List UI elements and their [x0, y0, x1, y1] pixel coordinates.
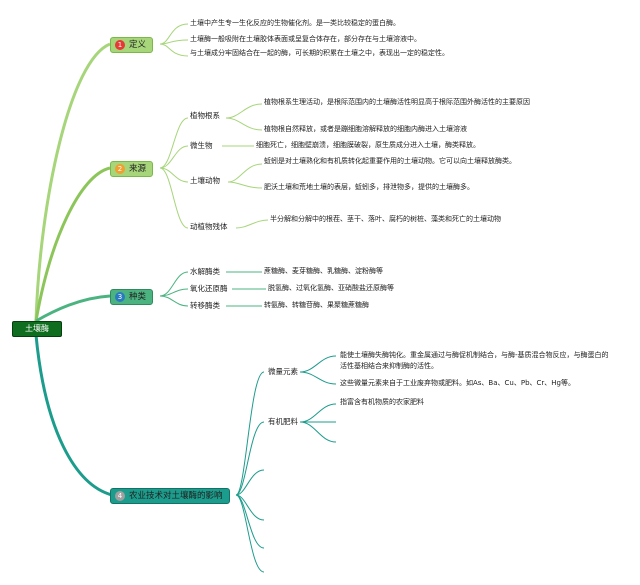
- agri-group-lines: [235, 355, 337, 573]
- trunk-definition: [34, 42, 111, 322]
- branch-agri[interactable]: 4 农业技术对土壤酶的影响: [110, 488, 230, 504]
- branch-definition-label: 定义: [129, 40, 147, 50]
- branch-source-label: 来源: [129, 164, 147, 174]
- organic-fertilizer-item-1: 指富含有机物质的农家肥料: [340, 398, 424, 406]
- number-badge-3: 3: [115, 292, 125, 302]
- root-node[interactable]: 土壤酶: [12, 321, 62, 337]
- number-badge-2: 2: [115, 164, 125, 174]
- soil-animals-item-2: 肥沃土壤和荒地土壤的表层，蚯蚓多，排泄物多，提供的土壤酶多。: [264, 183, 474, 191]
- hydrolases-item: 蔗糖酶、麦芽糖酶、乳糖酶、淀粉酶等: [264, 267, 383, 275]
- branch-types[interactable]: 3 种类: [110, 289, 154, 305]
- source-group-plant-roots: 植物根系: [190, 111, 220, 120]
- types-group-transferases: 转移酶类: [190, 301, 220, 310]
- transferases-item: 转氨酶、转糖苷酶、果聚糖蔗糖酶: [264, 301, 369, 309]
- branch-agri-label: 农业技术对土壤酶的影响: [129, 491, 223, 501]
- source-group-soil-animals: 土壤动物: [190, 176, 220, 185]
- trace-elements-item-1: 能使土壤酶失酶钝化。重金属通过与酶促机制结合，与酶-基质混合物反应，与酶蛋白的活…: [340, 351, 609, 370]
- residues-item-1: 半分解和分解中的根茬、茎干、落叶、腐朽的树桩、藻类和死亡的土壤动物: [270, 215, 501, 223]
- types-group-lines: [159, 271, 266, 307]
- trunk-source: [34, 166, 111, 322]
- soil-animals-item-1: 蚯蚓是对土壤熟化和有机质转化起重要作用的土壤动物。它可以向土壤释放酶类。: [264, 157, 516, 165]
- oxidoreductases-item: 脱氢酶、过氧化氢酶、亚硝酸盐还原酶等: [268, 284, 394, 292]
- trunk-types: [35, 294, 111, 323]
- definition-lines: [159, 23, 189, 57]
- types-group-hydrolases: 水解酶类: [190, 267, 220, 276]
- plant-roots-item-1: 植物根系生理活动，是根际范围内的土壤酶活性明显高于根际范围外酶活性的主要原因: [264, 98, 530, 106]
- agri-group-trace-elements: 微量元素: [268, 367, 298, 376]
- plant-roots-item-2: 植物根自然释放，或者是蹦细胞溶解释放的细胞内酶进入土壤溶液: [264, 125, 467, 133]
- number-badge-4: 4: [115, 491, 125, 501]
- source-group-lines: [159, 103, 269, 229]
- microbes-item-1: 细胞死亡，细胞壁崩溃，细胞膜破裂，原生质成分进入土壤，酶类释放。: [256, 141, 480, 149]
- number-badge-1: 1: [115, 40, 125, 50]
- definition-item-3: 与土壤成分牢固结合在一起的酶，可长期的积累在土壤之中，表现出一定的稳定性。: [190, 49, 449, 57]
- branch-types-label: 种类: [129, 292, 147, 302]
- source-group-residues: 动植物残体: [190, 222, 228, 231]
- source-group-microbes: 微生物: [190, 141, 213, 150]
- trunk-agri: [34, 334, 113, 497]
- trace-elements-item-2: 这些微量元素来自于工业废弃物或肥料。如As、Ba、Cu、Pb、Cr、Hg等。: [340, 379, 575, 387]
- branch-source[interactable]: 2 来源: [110, 161, 154, 177]
- branch-definition[interactable]: 1 定义: [110, 37, 154, 53]
- agri-group-organic-fertilizer: 有机肥料: [268, 417, 298, 426]
- definition-item-2: 土壤酶一般吸附在土壤胶体表面或呈复合体存在，部分存在与土壤溶液中。: [190, 35, 421, 43]
- definition-item-1: 土壤中产生专一生化反应的生物催化剂。是一类比较稳定的蛋白酶。: [190, 19, 400, 27]
- types-group-oxidoreductases: 氧化还原酶: [190, 284, 228, 293]
